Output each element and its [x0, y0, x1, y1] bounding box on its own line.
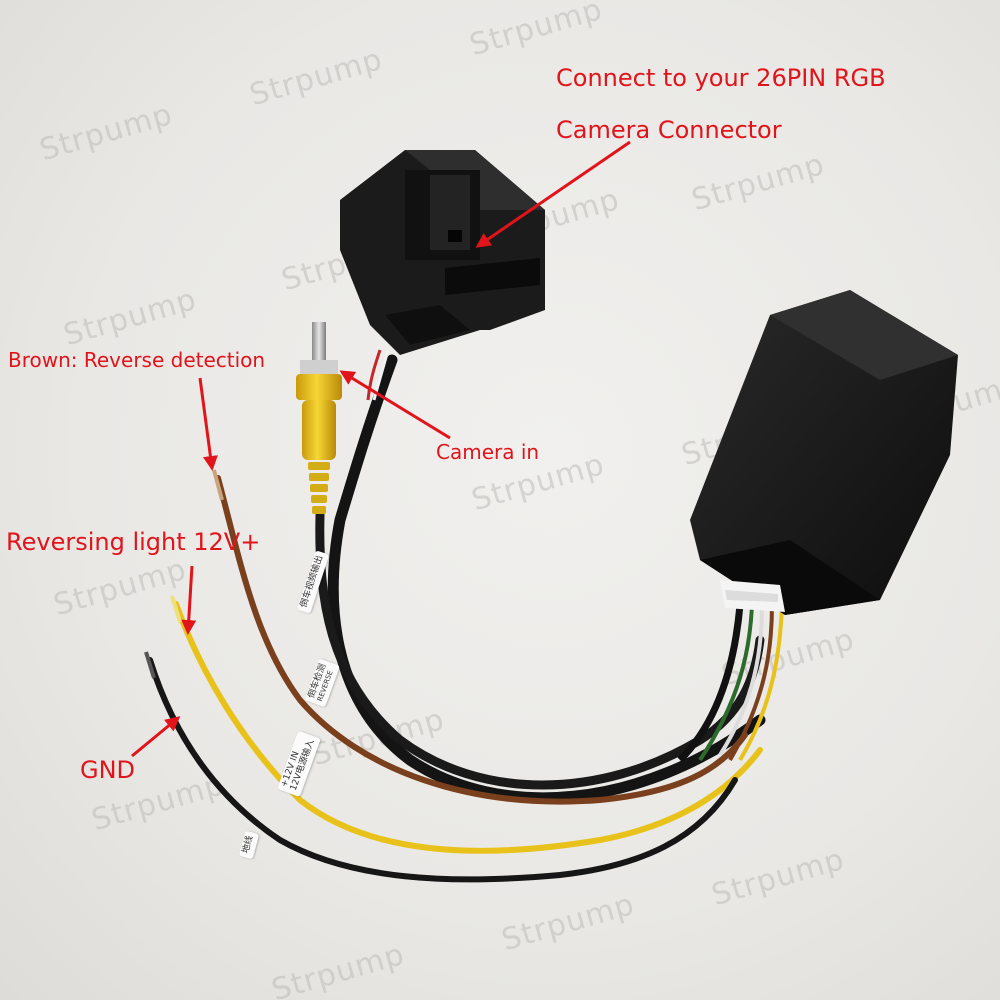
- label-camera-connector: Camera Connector: [556, 116, 782, 144]
- label-reversing-light: Reversing light 12V+: [6, 528, 261, 556]
- rca-connector: [296, 322, 342, 514]
- brown-wire: [215, 475, 748, 805]
- gnd-wire: [147, 657, 738, 883]
- annotation-arrows: [131, 140, 631, 758]
- module-wire-bundle: [677, 604, 744, 763]
- connector-26pin: [340, 150, 545, 355]
- arrow-camera-connector: [475, 140, 631, 248]
- converter-module: [690, 290, 958, 615]
- rca-black-cable: [315, 510, 765, 790]
- label-brown-reverse-detection: Brown: Reverse detection: [8, 348, 266, 372]
- label-gnd: GND: [80, 756, 136, 784]
- yellow-wire: [173, 601, 763, 854]
- arrow-brown-wire: [198, 377, 218, 471]
- label-camera-in: Camera in: [436, 440, 540, 464]
- arrow-gnd: [131, 716, 181, 758]
- arrow-reversing-light: [181, 565, 197, 635]
- label-connect-26pin: Connect to your 26PIN RGB: [556, 64, 886, 92]
- arrow-camera-in: [339, 370, 451, 440]
